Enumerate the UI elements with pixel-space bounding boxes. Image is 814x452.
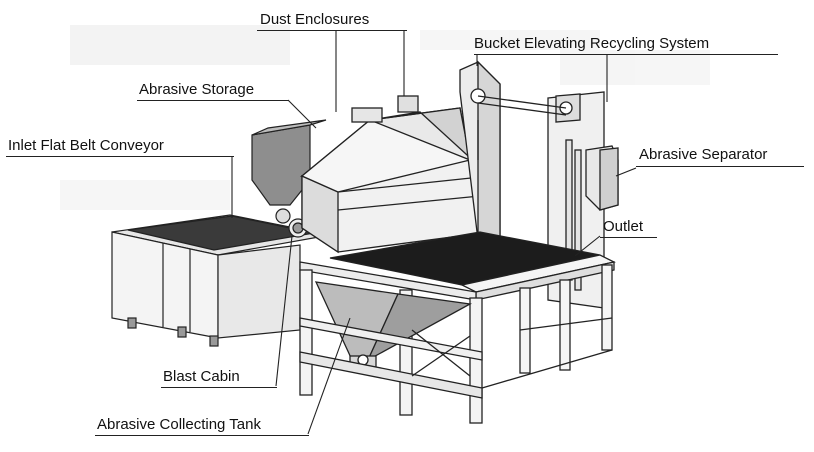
underline-inlet-conveyor [6,156,234,157]
underline-dust-enclosures [257,30,407,31]
outlet-platform [460,254,616,374]
label-abrasive-separator: Abrasive Separator [639,146,768,163]
scan-background [60,25,710,210]
underline-outlet [600,237,657,238]
abrasive-separator [585,145,619,211]
inlet-conveyor [111,214,331,347]
collecting-tank-frame [299,261,613,424]
underline-collecting-tank [95,435,309,436]
label-outlet: Outlet [603,218,644,235]
label-dust-enclosures: Dust Enclosures [260,11,370,28]
underline-blast-cabin [161,387,277,388]
abrasive-storage-hopper [251,119,327,238]
label-abrasive-storage: Abrasive Storage [139,81,255,98]
underline-bucket-elevating [474,54,778,55]
leader-lines [231,30,637,435]
label-inlet-conveyor: Inlet Flat Belt Conveyor [8,137,164,154]
label-blast-cabin: Blast Cabin [163,368,240,385]
underline-abrasive-separator [636,166,804,167]
label-collecting-tank: Abrasive Collecting Tank [97,416,261,433]
label-bucket-elevating: Bucket Elevating Recycling System [474,35,710,52]
dust-enclosure [299,95,491,193]
underline-abrasive-storage [137,100,289,101]
